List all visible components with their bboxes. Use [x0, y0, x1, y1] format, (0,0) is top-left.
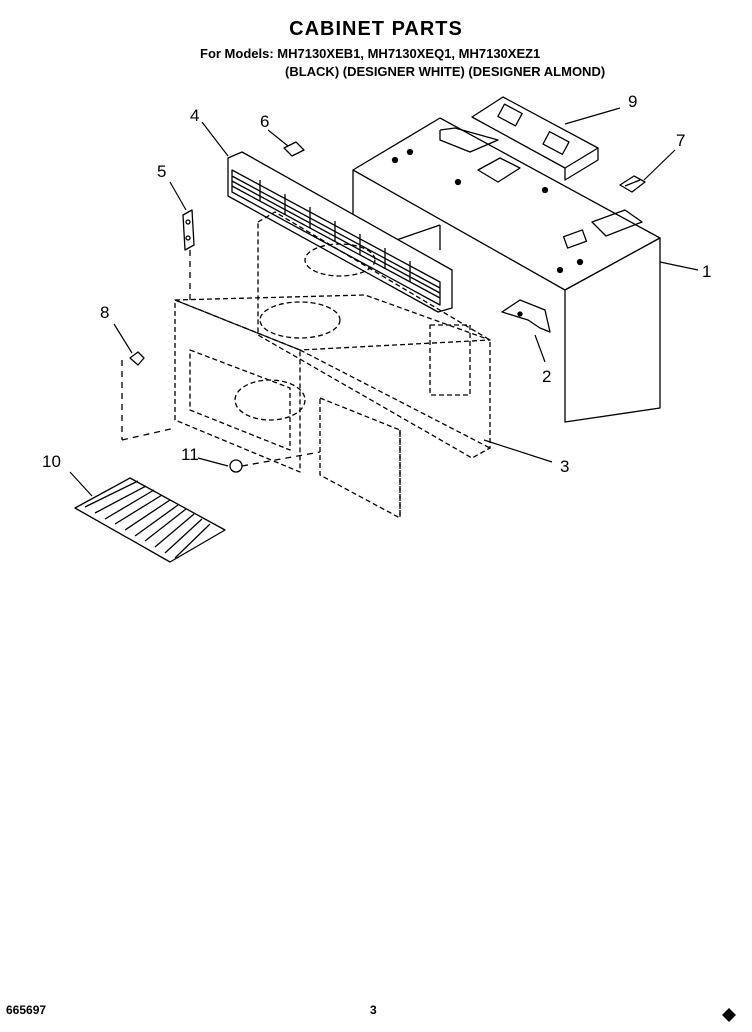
leader-lines: [69, 107, 699, 497]
page-title: CABINET PARTS: [289, 18, 463, 40]
callout-11: 11: [181, 445, 199, 464]
top-bracket-part: [471, 96, 599, 181]
inner-cavity-part: [174, 211, 491, 519]
screw-part: [121, 351, 176, 441]
callout-1: 1: [702, 262, 711, 281]
hinge-bracket-part: [182, 209, 195, 300]
vent-grille-part: [227, 151, 453, 313]
screw-11-part: [229, 451, 321, 473]
callout-10: 10: [42, 452, 61, 471]
callout-4: 4: [190, 106, 199, 125]
grease-filter-part: [74, 477, 226, 563]
callout-6: 6: [260, 112, 269, 131]
part-number: 665697: [6, 1003, 47, 1017]
colors-line: (BLACK) (DESIGNER WHITE) (DESIGNER ALMON…: [285, 64, 606, 79]
callout-3: 3: [560, 457, 569, 476]
callout-5: 5: [157, 162, 166, 181]
callout-9: 9: [628, 92, 637, 111]
mounting-bracket-part: [501, 299, 551, 333]
clip-part: [619, 175, 646, 193]
callout-2: 2: [542, 367, 551, 386]
callout-8: 8: [100, 303, 109, 322]
models-line: For Models: MH7130XEB1, MH7130XEQ1, MH71…: [200, 46, 541, 61]
page-number: 3: [370, 1003, 377, 1017]
corner-mark-icon: [722, 1008, 736, 1022]
callout-7: 7: [676, 131, 685, 150]
small-clip-part: [283, 141, 305, 157]
